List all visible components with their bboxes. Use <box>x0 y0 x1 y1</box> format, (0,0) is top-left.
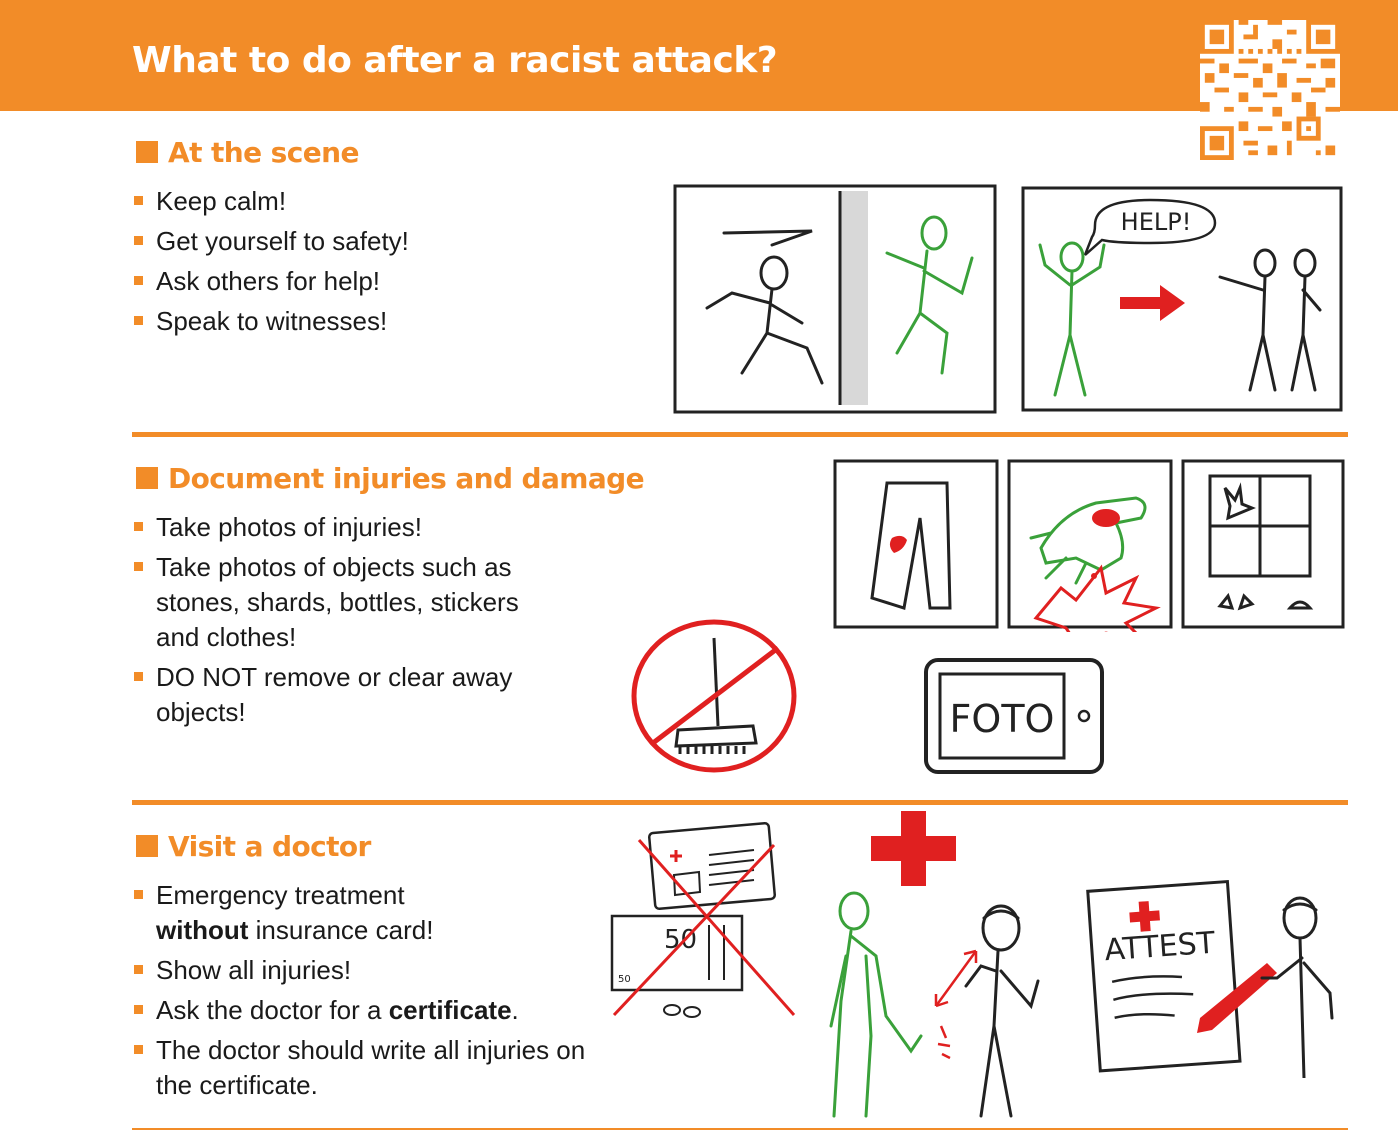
section-square-icon <box>136 835 158 857</box>
list-item: Emergency treatment without insurance car… <box>134 878 604 948</box>
section-title-text: At the scene <box>168 136 359 169</box>
broken-window-illustration <box>1181 459 1345 629</box>
card-small-value-text: 50 <box>618 974 631 985</box>
doctor-examination-illustration <box>829 811 1040 1118</box>
flee-to-safety-illustration <box>673 184 997 414</box>
page-title: What to do after a racist attack? <box>132 40 778 81</box>
list-item: DO NOT remove or clear away objects! <box>134 660 564 730</box>
list-item: Speak to witnesses! <box>134 304 409 339</box>
attest-text: ATTEST <box>1103 926 1216 969</box>
section-title-visit-doctor: Visit a doctor <box>136 830 371 863</box>
section-title-text: Visit a doctor <box>168 830 371 863</box>
section-divider <box>132 800 1348 805</box>
item-text: insurance card! <box>255 915 434 945</box>
section-title-at-the-scene: At the scene <box>136 136 359 169</box>
no-insurance-card-illustration: 50 50 <box>610 821 796 1018</box>
list-item: Show all injuries! <box>134 953 604 988</box>
item-text: Ask the doctor for a <box>156 995 382 1025</box>
foto-text: FOTO <box>950 697 1055 741</box>
card-value-text: 50 <box>664 925 697 955</box>
photo-phone-illustration: FOTO <box>924 658 1104 774</box>
item-bold-text: certificate <box>388 995 512 1025</box>
section-square-icon <box>136 467 158 489</box>
document-injuries-list: Take photos of injuries! Take photos of … <box>134 510 564 735</box>
list-item: The doctor should write all injuries on … <box>134 1033 604 1103</box>
section-title-document-injuries: Document injuries and damage <box>136 462 645 495</box>
section-square-icon <box>136 141 158 163</box>
header-bar: What to do after a racist attack? <box>0 0 1398 111</box>
torn-trousers-illustration <box>833 459 999 629</box>
item-text: Emergency treatment <box>156 880 405 910</box>
medical-certificate-illustration: ATTEST <box>1086 879 1334 1078</box>
item-text: . <box>511 995 519 1025</box>
section-title-text: Document injuries and damage <box>168 462 645 495</box>
item-bold-text: without <box>156 915 249 945</box>
qr-code-icon[interactable] <box>1200 20 1340 160</box>
at-the-scene-list: Keep calm! Get yourself to safety! Ask o… <box>134 184 409 344</box>
section-divider <box>132 432 1348 437</box>
list-item: Take photos of injuries! <box>134 510 564 545</box>
section-divider <box>132 1128 1348 1130</box>
injured-hand-illustration <box>1007 459 1173 632</box>
list-item: Keep calm! <box>134 184 409 219</box>
list-item: Ask others for help! <box>134 264 409 299</box>
list-item: Get yourself to safety! <box>134 224 409 259</box>
list-item: Ask the doctor for a certificate. <box>134 993 604 1028</box>
list-item: Take photos of objects such as stones, s… <box>134 550 564 655</box>
do-not-clear-objects-icon <box>631 619 797 773</box>
visit-doctor-list: Emergency treatment without insurance car… <box>134 878 604 1108</box>
ask-for-help-illustration: HELP! <box>1021 186 1343 412</box>
help-bubble-text: HELP! <box>1121 208 1192 236</box>
red-cross-icon <box>871 811 956 886</box>
